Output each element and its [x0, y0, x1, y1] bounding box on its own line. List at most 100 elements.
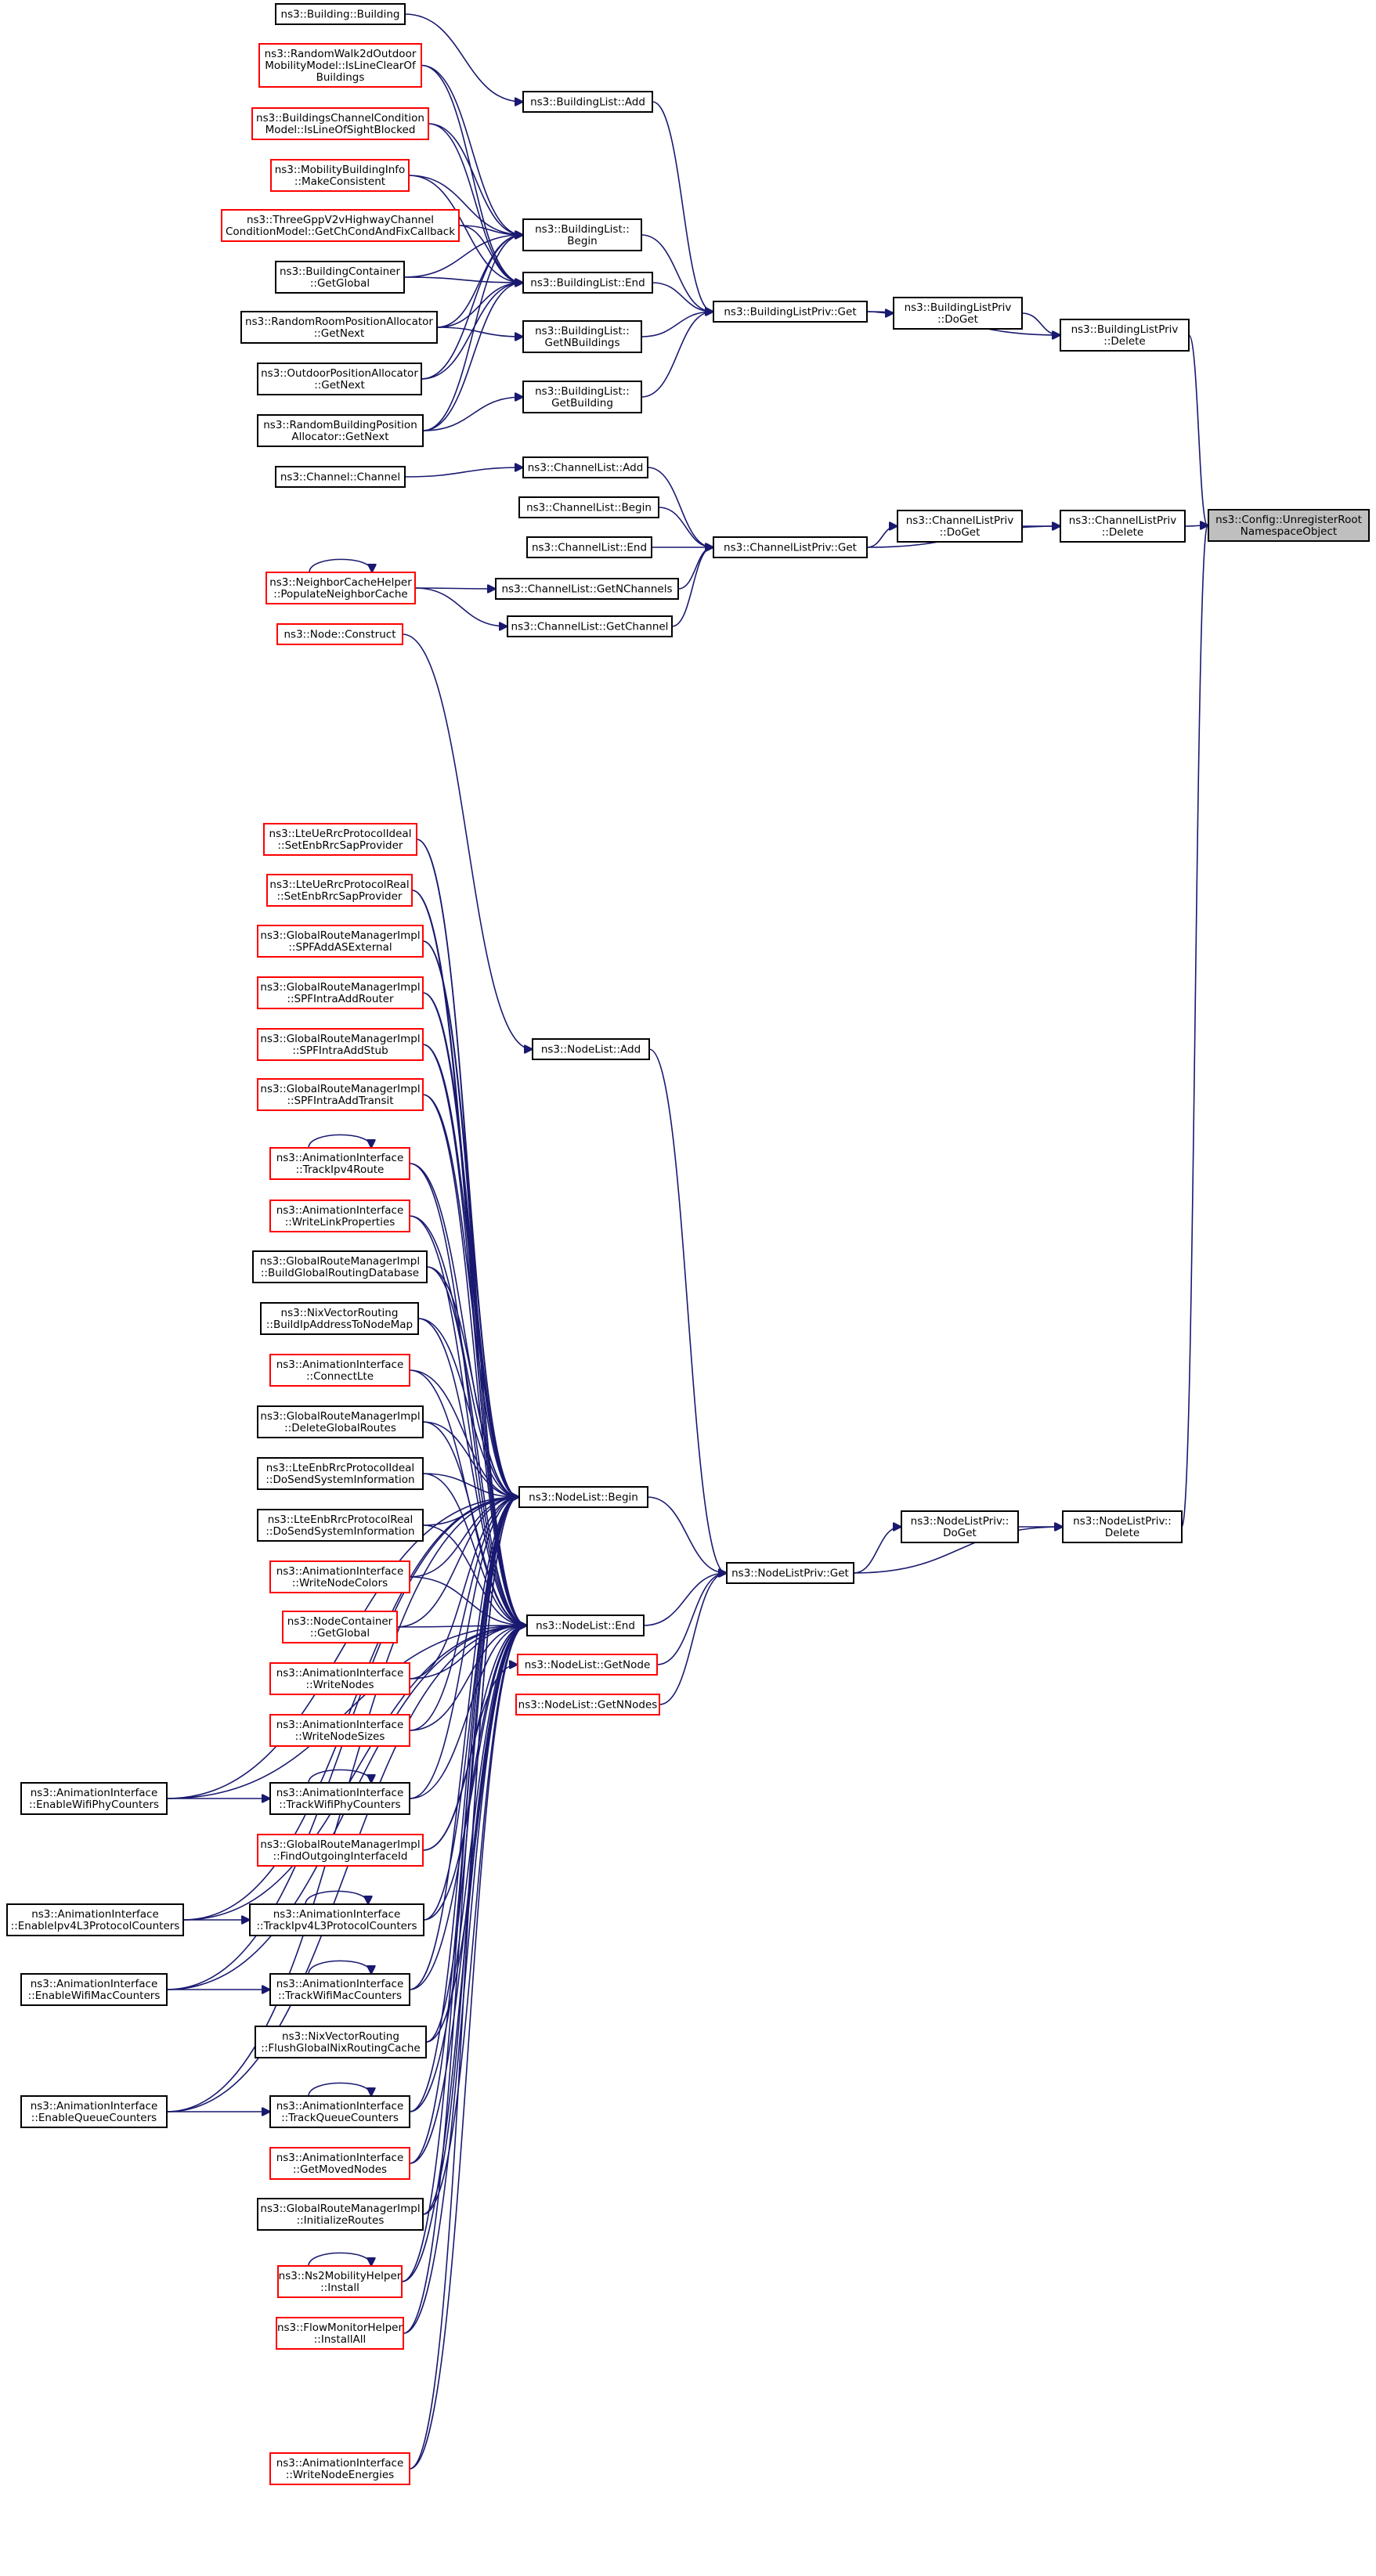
- node-label: ns3::ChannelListPriv: [906, 514, 1014, 527]
- graph-node-threegpp[interactable]: ns3::ThreeGppV2vHighwayChannelConditionM…: [221, 209, 460, 242]
- node-label: ns3::NodeList::GetNNodes: [518, 1699, 658, 1712]
- graph-node-channellist-getn[interactable]: ns3::ChannelList::GetNChannels: [495, 578, 679, 600]
- graph-node-channellistpriv-doget[interactable]: ns3::ChannelListPriv::DoGet: [897, 510, 1023, 543]
- graph-node-nodelist-getnnodes[interactable]: ns3::NodeList::GetNNodes: [515, 1694, 660, 1716]
- graph-node-randomwalk[interactable]: ns3::RandomWalk2dOutdoorMobilityModel::I…: [258, 43, 422, 88]
- graph-node-nix-flush[interactable]: ns3::NixVectorRouting::FlushGlobalNixRou…: [255, 2026, 427, 2058]
- graph-node-anim-enableipv4l3[interactable]: ns3::AnimationInterface::EnableIpv4L3Pro…: [6, 1903, 184, 1936]
- graph-node-grm-spfintratransit[interactable]: ns3::GlobalRouteManagerImpl::SPFIntraAdd…: [257, 1078, 424, 1111]
- edge-flowmonitor-to-nodelist-end: [403, 1625, 526, 2334]
- edge-channellist-getchannel-to-channellistpriv-get: [671, 547, 713, 627]
- graph-node-channellist-add[interactable]: ns3::ChannelList::Add: [522, 456, 648, 478]
- graph-node-grm-spfaddas[interactable]: ns3::GlobalRouteManagerImpl::SPFAddASExt…: [257, 925, 424, 958]
- node-box: [713, 536, 868, 558]
- node-label: ::SetEnbRrcSapProvider: [277, 890, 403, 903]
- graph-node-grm-deleteglobal[interactable]: ns3::GlobalRouteManagerImpl::DeleteGloba…: [257, 1405, 424, 1438]
- graph-node-buildingschannelcondition[interactable]: ns3::BuildingsChannelConditionModel::IsL…: [251, 107, 429, 140]
- graph-node-buildinglistpriv-delete[interactable]: ns3::BuildingListPriv::Delete: [1060, 319, 1190, 352]
- graph-node-anim-enablequeue[interactable]: ns3::AnimationInterface::EnableQueueCoun…: [20, 2095, 168, 2128]
- node-box: [522, 320, 642, 353]
- graph-node-anim-writenodes[interactable]: ns3::AnimationInterface::WriteNodes: [269, 1662, 410, 1695]
- edge-lteenb-ideal-to-nodelist-begin: [422, 1473, 518, 1497]
- graph-node-anim-writenodesizes[interactable]: ns3::AnimationInterface::WriteNodeSizes: [269, 1714, 410, 1747]
- graph-node-nodelist-add[interactable]: ns3::NodeList::Add: [532, 1038, 650, 1060]
- edge-channellist-getn-to-channellistpriv-get: [677, 547, 713, 590]
- node-box: [258, 43, 422, 88]
- graph-node-grm-initroutes[interactable]: ns3::GlobalRouteManagerImpl::InitializeR…: [257, 2198, 424, 2231]
- graph-node-lteue-real[interactable]: ns3::LteUeRrcProtocolReal::SetEnbRrcSapP…: [266, 874, 413, 907]
- graph-node-anim-enablewifimac[interactable]: ns3::AnimationInterface::EnableWifiMacCo…: [20, 1973, 168, 2006]
- edge-channel-channel-to-channellist-add: [404, 467, 522, 478]
- graph-node-channellist-end[interactable]: ns3::ChannelList::End: [526, 536, 652, 558]
- graph-node-anim-trackwifimac[interactable]: ns3::AnimationInterface::TrackWifiMacCou…: [269, 1973, 410, 2006]
- node-box: [269, 2452, 410, 2485]
- graph-node-nix-buildip[interactable]: ns3::NixVectorRouting::BuildIpAddressToN…: [260, 1302, 419, 1335]
- graph-node-anim-trackipv4l3[interactable]: ns3::AnimationInterface::TrackIpv4L3Prot…: [249, 1903, 424, 1936]
- node-box: [257, 1457, 424, 1490]
- graph-node-neighborcache[interactable]: ns3::NeighborCacheHelper::PopulateNeighb…: [265, 572, 416, 604]
- graph-node-outdoorposition[interactable]: ns3::OutdoorPositionAllocator::GetNext: [257, 363, 422, 395]
- graph-node-nodelist-getnode[interactable]: ns3::NodeList::GetNode: [517, 1654, 658, 1676]
- edge-ns2mobility-to-ns2mobility: [308, 2252, 371, 2267]
- graph-node-grm-buildglobal[interactable]: ns3::GlobalRouteManagerImpl::BuildGlobal…: [252, 1250, 428, 1283]
- graph-node-lteue-ideal[interactable]: ns3::LteUeRrcProtocolIdeal::SetEnbRrcSap…: [263, 823, 417, 856]
- node-label: Begin: [567, 235, 597, 247]
- graph-node-nodelist-begin[interactable]: ns3::NodeList::Begin: [518, 1486, 648, 1508]
- graph-node-grm-findoutgoing[interactable]: ns3::GlobalRouteManagerImpl::FindOutgoin…: [257, 1834, 424, 1867]
- graph-node-grm-spfintrastub[interactable]: ns3::GlobalRouteManagerImpl::SPFIntraAdd…: [257, 1028, 424, 1061]
- graph-node-flowmonitor[interactable]: ns3::FlowMonitorHelper::InstallAll: [276, 2317, 404, 2350]
- edge-buildingcontainer-to-buildinglist-end: [403, 276, 522, 283]
- graph-node-buildinglist-end[interactable]: ns3::BuildingList::End: [522, 272, 653, 294]
- node-box: [240, 311, 438, 344]
- graph-node-buildinglistpriv-get[interactable]: ns3::BuildingListPriv::Get: [713, 301, 868, 323]
- graph-node-buildingcontainer[interactable]: ns3::BuildingContainer::GetGlobal: [275, 261, 405, 294]
- graph-node-buildinglist-add[interactable]: ns3::BuildingList::Add: [522, 91, 653, 113]
- graph-node-channel-channel[interactable]: ns3::Channel::Channel: [275, 466, 406, 488]
- edge-nodelist-add-to-nodelistpriv-get: [648, 1048, 726, 1573]
- node-box: [277, 2265, 403, 2298]
- graph-node-anim-trackqueue[interactable]: ns3::AnimationInterface::TrackQueueCount…: [269, 2095, 410, 2128]
- graph-node-grm-spfintrarouter[interactable]: ns3::GlobalRouteManagerImpl::SPFIntraAdd…: [257, 976, 424, 1009]
- node-box: [20, 1782, 168, 1815]
- node-label: ns3::GlobalRouteManagerImpl: [260, 981, 420, 994]
- node-label: ::EnableWifiPhyCounters: [29, 1799, 159, 1811]
- graph-node-anim-writelinkprops[interactable]: ns3::AnimationInterface::WriteLinkProper…: [269, 1200, 410, 1232]
- graph-node-anim-connectlte[interactable]: ns3::AnimationInterface::ConnectLte: [269, 1354, 410, 1387]
- graph-node-channellistpriv-delete[interactable]: ns3::ChannelListPriv::Delete: [1060, 510, 1186, 543]
- graph-node-lteenb-ideal[interactable]: ns3::LteEnbRrcProtocolIdeal::DoSendSyste…: [257, 1457, 424, 1490]
- node-label: ns3::Channel::Channel: [280, 471, 400, 484]
- graph-node-channellistpriv-get[interactable]: ns3::ChannelListPriv::Get: [713, 536, 868, 558]
- node-label: ::SPFIntraAddStub: [292, 1044, 388, 1057]
- graph-node-anim-trackwifiphy[interactable]: ns3::AnimationInterface::TrackWifiPhyCou…: [269, 1782, 410, 1815]
- node-label: ::BuildGlobalRoutingDatabase: [261, 1267, 419, 1279]
- graph-node-anim-getmoved[interactable]: ns3::AnimationInterface::GetMovedNodes: [269, 2147, 410, 2180]
- graph-node-buildinglist-getbuilding[interactable]: ns3::BuildingList::GetBuilding: [522, 381, 642, 413]
- node-label: ::Install: [320, 2282, 359, 2294]
- node-label: ::DoGet: [940, 526, 981, 539]
- graph-node-nodecontainer-global[interactable]: ns3::NodeContainer::GetGlobal: [282, 1611, 398, 1643]
- graph-node-buildinglist-getn[interactable]: ns3::BuildingList::GetNBuildings: [522, 320, 642, 353]
- edge-neighborcache-to-channellist-getchannel: [414, 587, 507, 626]
- graph-node-node-construct[interactable]: ns3::Node::Construct: [276, 623, 403, 645]
- graph-node-building-building[interactable]: ns3::Building::Building: [275, 3, 406, 25]
- graph-node-nodelist-end[interactable]: ns3::NodeList::End: [526, 1615, 645, 1636]
- graph-node-buildinglist-begin[interactable]: ns3::BuildingList::Begin: [522, 218, 642, 251]
- node-box: [269, 1200, 410, 1232]
- graph-node-lteenb-real[interactable]: ns3::LteEnbRrcProtocolReal::DoSendSystem…: [257, 1509, 424, 1542]
- graph-node-randomroom[interactable]: ns3::RandomRoomPositionAllocator::GetNex…: [240, 311, 438, 344]
- graph-node-anim-enablewifiphy[interactable]: ns3::AnimationInterface::EnableWifiPhyCo…: [20, 1782, 168, 1815]
- graph-node-channellist-getchannel[interactable]: ns3::ChannelList::GetChannel: [507, 615, 673, 637]
- graph-node-nodelistpriv-delete[interactable]: ns3::NodeListPriv::Delete: [1062, 1510, 1183, 1543]
- graph-node-mobilitybuildinginfo[interactable]: ns3::MobilityBuildingInfo::MakeConsisten…: [270, 159, 410, 192]
- graph-node-channellist-begin[interactable]: ns3::ChannelList::Begin: [518, 496, 659, 518]
- graph-node-nodelistpriv-doget[interactable]: ns3::NodeListPriv::DoGet: [901, 1510, 1019, 1543]
- graph-node-buildinglistpriv-doget[interactable]: ns3::BuildingListPriv::DoGet: [893, 297, 1023, 330]
- graph-node-anim-writenodecolors[interactable]: ns3::AnimationInterface::WriteNodeColors: [269, 1560, 410, 1593]
- graph-node-randombuilding[interactable]: ns3::RandomBuildingPositionAllocator::Ge…: [257, 414, 424, 447]
- node-label: ns3::LteEnbRrcProtocolReal: [268, 1513, 414, 1526]
- graph-node-root[interactable]: ns3::Config::UnregisterRootNamespaceObje…: [1208, 509, 1370, 542]
- graph-node-anim-trackipv4route[interactable]: ns3::AnimationInterface::TrackIpv4Route: [269, 1147, 410, 1180]
- graph-node-nodelistpriv-get[interactable]: ns3::NodeListPriv::Get: [726, 1562, 854, 1584]
- graph-node-ns2mobility[interactable]: ns3::Ns2MobilityHelper::Install: [277, 2265, 403, 2298]
- graph-node-anim-writenodeenergies[interactable]: ns3::AnimationInterface::WriteNodeEnergi…: [269, 2452, 410, 2485]
